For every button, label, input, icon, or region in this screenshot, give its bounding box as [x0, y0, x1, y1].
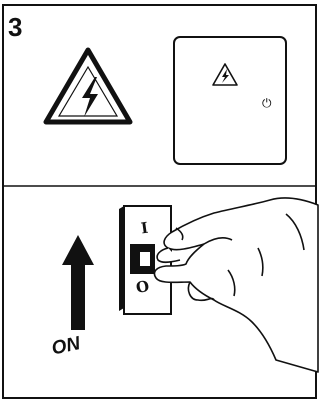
- power-symbol-icon: ⏻: [262, 96, 272, 111]
- high-voltage-warning-icon: [46, 50, 130, 122]
- step-number: 3: [8, 14, 22, 40]
- small-warning-icon: [213, 64, 237, 85]
- up-arrow-icon: [62, 235, 94, 330]
- hand-icon: [154, 198, 318, 372]
